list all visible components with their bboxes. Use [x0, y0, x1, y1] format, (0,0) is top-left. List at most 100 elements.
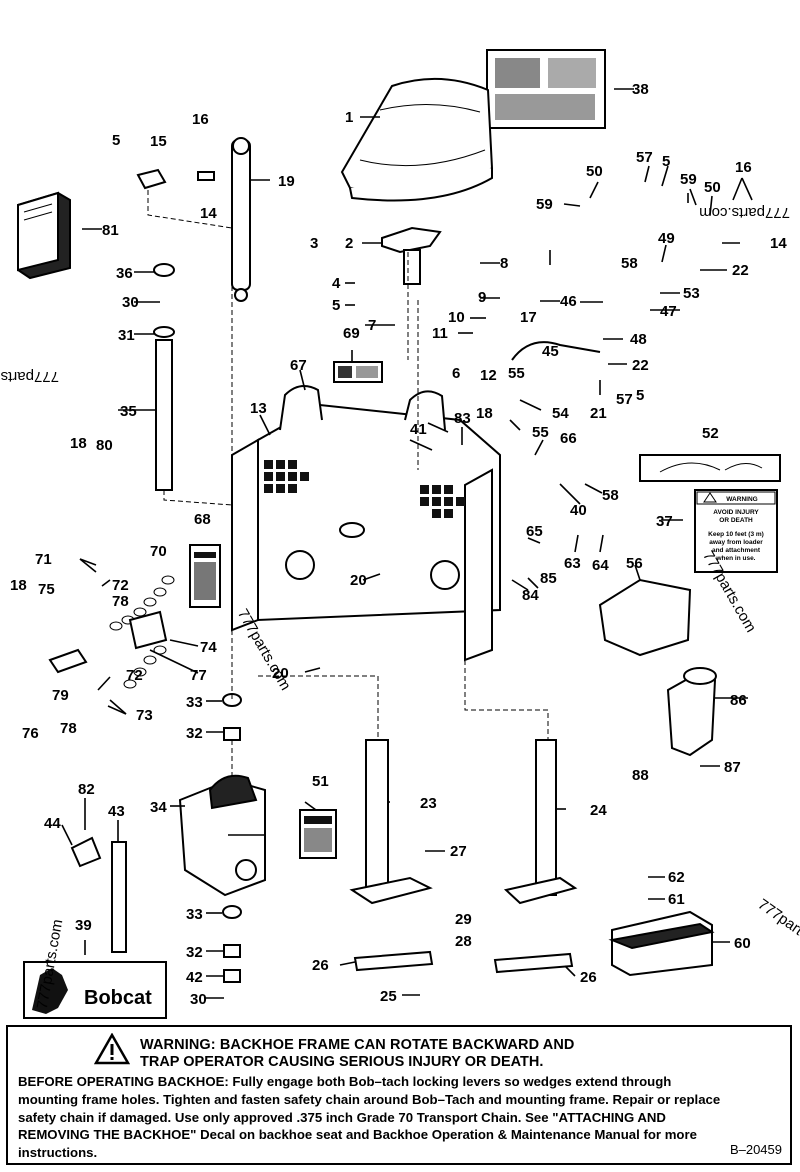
callout-62: 62: [668, 869, 685, 886]
callout-15: 15: [150, 133, 167, 150]
part-19-cylinder: [231, 137, 251, 302]
callout-27: 27: [450, 843, 467, 860]
part-26-pad: [353, 950, 434, 972]
brand-wordmark: Bobcat: [84, 987, 152, 1009]
callout-22: 22: [732, 262, 749, 279]
part-39-bobcat-logo: Bobcat: [23, 961, 167, 1019]
decal-37-line: and attachment: [712, 547, 761, 554]
warning-title-line1: WARNING: BACKHOE FRAME CAN ROTATE BACKWA…: [140, 1037, 575, 1053]
callout-33: 33: [186, 906, 203, 923]
callout-43: 43: [108, 803, 125, 820]
watermark-text: 777parts.com: [755, 896, 800, 962]
decal-37-line: when in use.: [715, 555, 755, 562]
mounting-frame: [231, 385, 501, 662]
callout-84: 84: [522, 587, 539, 604]
part-35-tube: [155, 339, 173, 491]
callout-2: 2: [345, 235, 353, 252]
part-17-lever: [511, 341, 601, 361]
callout-82: 82: [78, 781, 95, 798]
callout-23: 23: [420, 795, 437, 812]
part-42-spacer: [223, 969, 241, 983]
callout-32: 32: [186, 725, 203, 742]
callout-65: 65: [526, 523, 543, 540]
callout-76: 76: [22, 725, 39, 742]
part-70-chain: [109, 575, 175, 689]
warning-triangle-icon: [94, 1033, 130, 1065]
part-86-holder: [666, 667, 717, 757]
callout-5: 5: [662, 153, 670, 170]
callout-68: 68: [194, 511, 211, 528]
watermark-text: 777parts.com: [0, 368, 59, 385]
callout-56: 56: [626, 555, 643, 572]
callout-3: 3: [310, 235, 318, 252]
callout-26: 26: [580, 969, 597, 986]
callout-6: 6: [452, 365, 460, 382]
warning-title-line2: TRAP OPERATOR CAUSING SERIOUS INJURY OR …: [140, 1054, 544, 1070]
callout-54: 54: [552, 405, 569, 422]
decal-37-line: Keep 10 feet (3 m): [708, 531, 764, 538]
callout-13: 13: [250, 400, 267, 417]
callout-40: 40: [570, 502, 587, 519]
part-36-cap: [153, 263, 175, 277]
callout-26: 26: [312, 957, 329, 974]
part-51-decal: [299, 809, 337, 859]
callout-64: 64: [592, 557, 609, 574]
callout-59: 59: [536, 196, 553, 213]
callout-74: 74: [200, 639, 217, 656]
part-14-pin: [197, 171, 215, 181]
callout-14: 14: [200, 205, 217, 222]
reference-lines: [147, 190, 549, 780]
callout-8: 8: [500, 255, 508, 272]
warning-box: WARNING: BACKHOE FRAME CAN ROTATE BACKWA…: [6, 1025, 792, 1165]
part-56-bracket: [598, 578, 692, 657]
part-23-stand: [349, 739, 433, 905]
callout-61: 61: [668, 891, 685, 908]
callout-22: 22: [632, 357, 649, 374]
callout-41: 41: [410, 421, 427, 438]
callout-28: 28: [455, 933, 472, 950]
callout-21: 21: [590, 405, 607, 422]
callout-50: 50: [586, 163, 603, 180]
warning-body-text: BEFORE OPERATING BACKHOE: Fully engage b…: [18, 1074, 721, 1161]
callout-51: 51: [312, 773, 329, 790]
callout-33: 33: [186, 694, 203, 711]
callout-57: 57: [636, 149, 653, 166]
callout-16: 16: [192, 111, 209, 128]
callout-73: 73: [136, 707, 153, 724]
callout-78: 78: [60, 720, 77, 737]
callout-31: 31: [118, 327, 135, 344]
callout-72: 72: [126, 667, 143, 684]
callout-50: 50: [704, 179, 721, 196]
callout-17: 17: [520, 309, 537, 326]
callout-67: 67: [290, 357, 307, 374]
callout-4: 4: [332, 275, 341, 292]
callout-60: 60: [734, 935, 751, 952]
callout-1: 1: [345, 109, 353, 126]
part-26-pad: [493, 952, 574, 974]
callout-70: 70: [150, 543, 167, 560]
part-52-decal: [639, 454, 781, 482]
callout-5: 5: [636, 387, 644, 404]
callout-58: 58: [621, 255, 638, 272]
callout-12: 12: [480, 367, 497, 384]
callout-42: 42: [186, 969, 203, 986]
part-69-decal: [333, 361, 383, 383]
callout-81: 81: [102, 222, 119, 239]
callout-69: 69: [343, 325, 360, 342]
callout-77: 77: [190, 667, 207, 684]
decal-37-line: AVOID INJURY: [713, 509, 759, 516]
callout-20: 20: [272, 665, 289, 682]
drawing-number: B–20459: [729, 1142, 782, 1157]
part-24-stand: [503, 739, 578, 905]
part-68-decal: [189, 544, 221, 608]
part-79-bracket: [48, 648, 88, 674]
decal-37-header: WARNING: [726, 496, 757, 503]
callout-75: 75: [38, 581, 55, 598]
watermark-text: 777parts.com: [699, 204, 790, 221]
leader-lines: [61, 88, 753, 999]
callout-80: 80: [96, 437, 113, 454]
callout-78: 78: [112, 593, 129, 610]
callout-37: 37: [656, 513, 673, 530]
callout-25: 25: [380, 988, 397, 1005]
